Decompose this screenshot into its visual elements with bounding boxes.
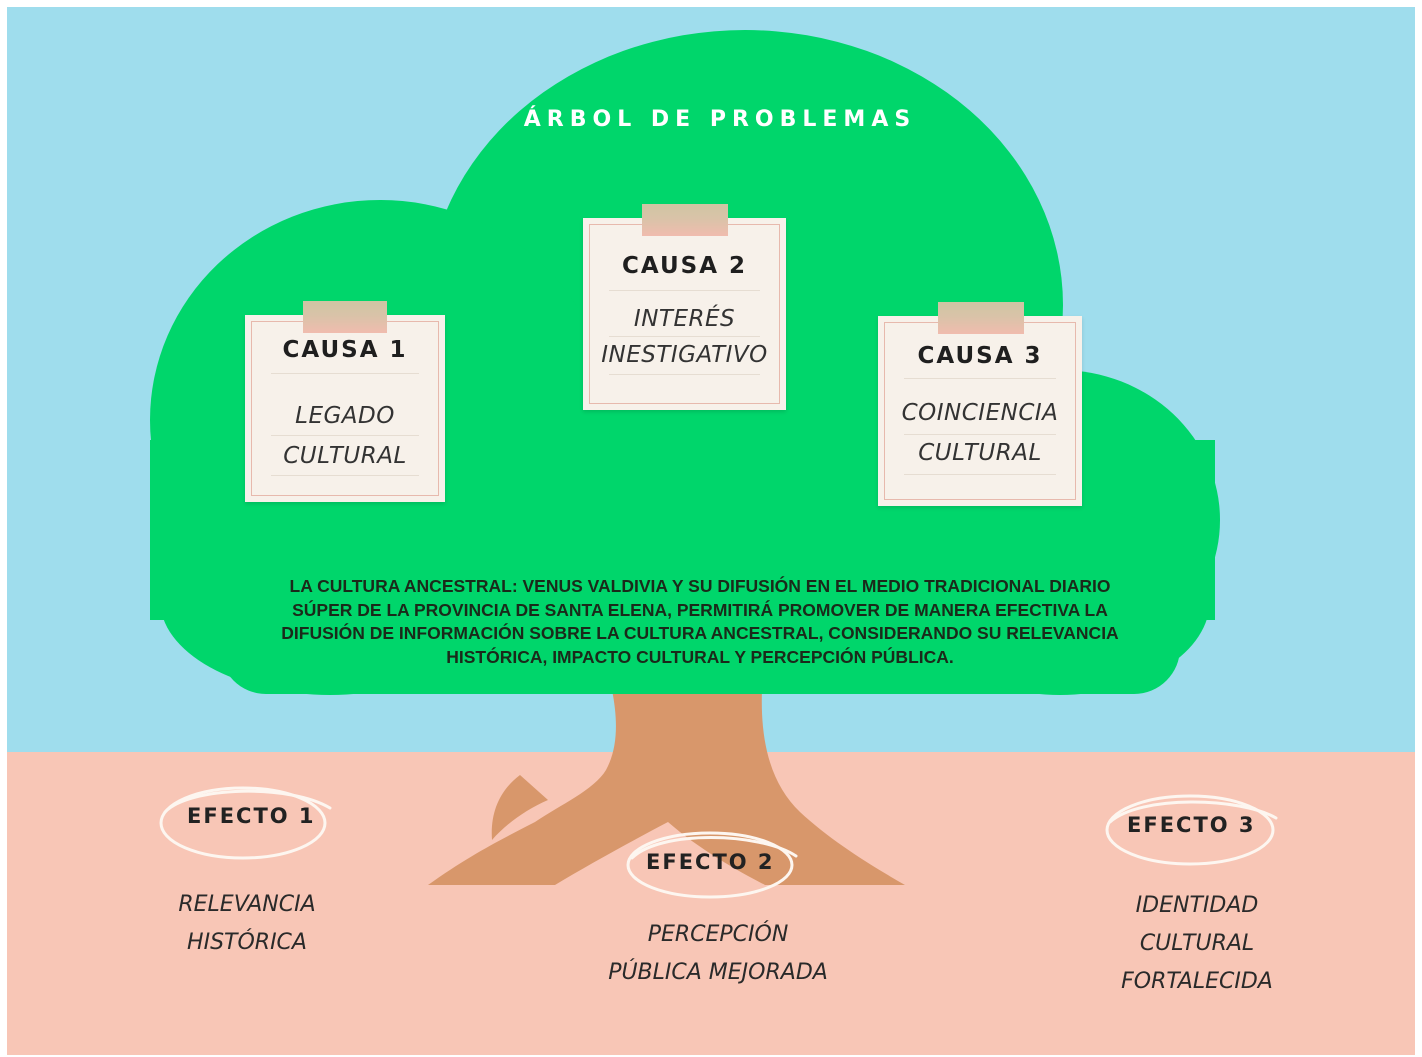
tape [938, 302, 1024, 334]
effect-1-line-2: HISTÓRICA [187, 930, 307, 955]
page-title: ÁRBOL DE PROBLEMAS [523, 107, 917, 132]
effect-3-line-1: IDENTIDAD [1135, 893, 1259, 918]
effect-2-label: EFECTO 2 [646, 850, 775, 874]
effect-1-circle [159, 786, 332, 860]
effect-1-line-1: RELEVANCIA [178, 892, 316, 917]
effect-3-line-3: FORTALECIDA [1121, 969, 1273, 994]
note-rule [609, 374, 760, 375]
effect-2-text: PERCEPCIÓN PÚBLICA MEJORADA [588, 916, 848, 992]
cause-1-note: CAUSA 1 LEGADO CULTURAL [245, 301, 445, 502]
note-rule [904, 434, 1056, 435]
tree-root-left [491, 775, 548, 840]
cause-2-note: CAUSA 2 INTERÉS INESTIGATIVO [583, 204, 786, 410]
tape [642, 204, 728, 236]
note-rule [271, 373, 419, 374]
problem-line-3: DIFUSIÓN DE INFORMACIÓN SOBRE LA CULTURA… [281, 623, 1119, 643]
effect-1-label: EFECTO 1 [187, 804, 316, 828]
effect-2-line-1: PERCEPCIÓN [647, 922, 789, 947]
effect-1-text: RELEVANCIA HISTÓRICA [147, 886, 347, 962]
effect-3-circle [1105, 794, 1278, 866]
cause-1-line-1: LEGADO [295, 403, 395, 429]
cause-3-label: CAUSA 3 [917, 343, 1043, 369]
central-problem: LA CULTURA ANCESTRAL: VENUS VALDIVIA Y S… [260, 575, 1140, 669]
cause-2-line-1: INTERÉS [633, 306, 736, 332]
tree-trunk [428, 690, 905, 885]
effect-2-circle [626, 831, 798, 899]
note-rule [609, 336, 760, 337]
cause-2-line-2: INESTIGATIVO [601, 342, 768, 368]
note-rule [271, 435, 419, 436]
note-rule [609, 290, 760, 291]
note-rule [904, 378, 1056, 379]
effect-3-label: EFECTO 3 [1127, 813, 1256, 837]
problem-line-2: SÚPER DE LA PROVINCIA DE SANTA ELENA, PE… [292, 599, 1108, 620]
tape [303, 301, 387, 333]
cause-3-line-2: CULTURAL [918, 440, 1042, 466]
cause-2-label: CAUSA 2 [621, 253, 748, 279]
cause-3-note: CAUSA 3 COINCIENCIA CULTURAL [878, 302, 1082, 506]
effect-3-line-2: CULTURAL [1139, 931, 1255, 956]
effect-2-line-2: PÚBLICA MEJORADA [608, 960, 828, 985]
note-rule [271, 475, 419, 476]
note-rule [904, 474, 1056, 475]
cause-1-label: CAUSA 1 [282, 337, 408, 363]
problem-line-4: HISTÓRICA, IMPACTO CULTURAL Y PERCEPCIÓN… [446, 646, 954, 667]
cause-3-line-1: COINCIENCIA [901, 400, 1059, 426]
problem-line-1: LA CULTURA ANCESTRAL: VENUS VALDIVIA Y S… [289, 576, 1111, 596]
effect-3-text: IDENTIDAD CULTURAL FORTALECIDA [1097, 887, 1297, 1001]
cause-1-line-2: CULTURAL [283, 443, 407, 469]
